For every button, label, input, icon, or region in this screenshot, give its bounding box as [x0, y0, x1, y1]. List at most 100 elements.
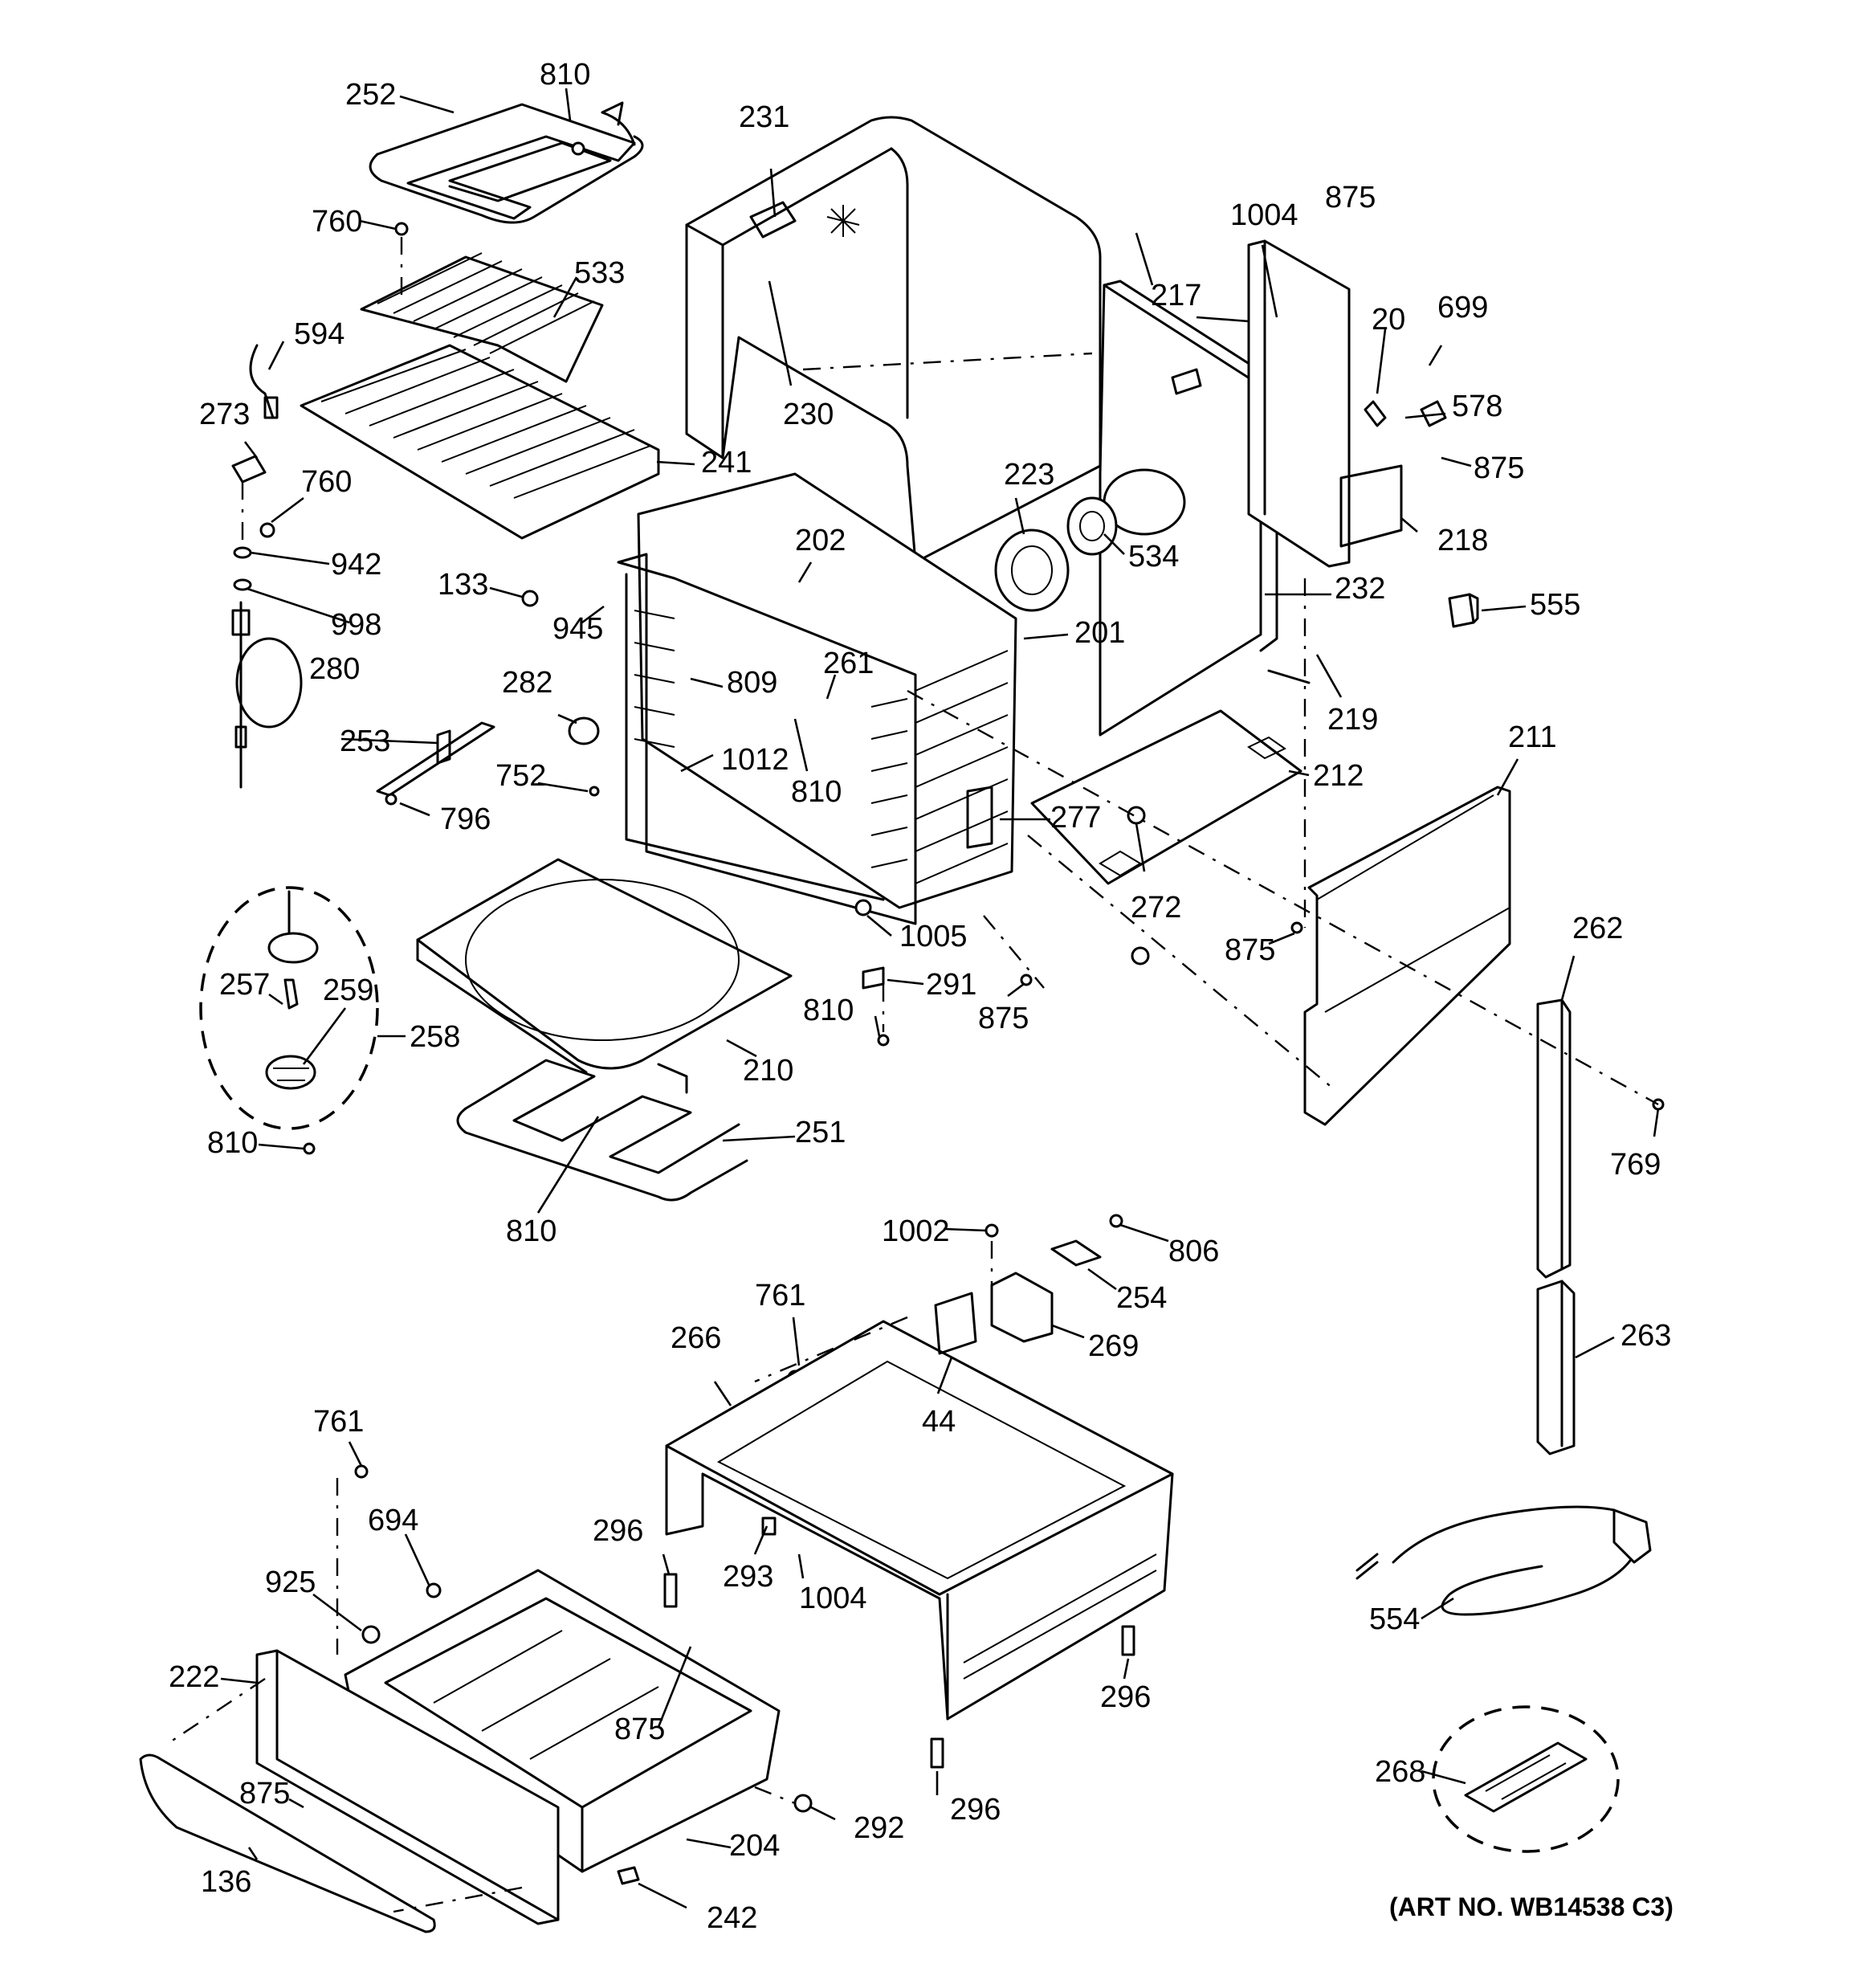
callout-label: 810: [540, 58, 590, 92]
rack-support-253: [376, 716, 600, 806]
callout-label: 810: [803, 994, 854, 1027]
callout-label: 296: [593, 1514, 643, 1548]
callout-label: 761: [313, 1405, 364, 1439]
callout-label: 269: [1088, 1329, 1139, 1363]
callout-label: 262: [1572, 912, 1623, 945]
callout-label: 251: [795, 1116, 846, 1149]
callout-label: 259: [323, 974, 373, 1007]
side-panels-217-218-219: [1247, 239, 1447, 684]
callout-label: 555: [1530, 588, 1580, 622]
callout-label: 875: [978, 1002, 1029, 1035]
callout-label: 1004: [1230, 198, 1298, 232]
rack-533: [360, 252, 604, 383]
callout-label: 241: [701, 446, 752, 480]
callout-label: 280: [309, 652, 360, 686]
callout-label: 806: [1168, 1235, 1219, 1268]
callout-label: 875: [1474, 451, 1524, 485]
callout-label: 296: [1100, 1680, 1151, 1714]
callout-label: 760: [312, 205, 362, 239]
callout-label: 291: [926, 968, 976, 1002]
callout-label: 769: [1610, 1148, 1661, 1182]
callout-label: 942: [331, 548, 381, 582]
callout-label: 699: [1437, 291, 1488, 325]
callout-label: 875: [239, 1777, 290, 1810]
callout-label: 752: [495, 759, 546, 793]
leveling-legs-296: [663, 1517, 1135, 1769]
oven-bottom-210: [416, 858, 793, 1074]
callout-label: 796: [440, 802, 491, 836]
callout-label: 217: [1151, 279, 1201, 312]
callout-label: 253: [340, 725, 390, 758]
side-trim-263: [1536, 1280, 1576, 1455]
callout-label: 252: [345, 78, 396, 112]
callout-label: 945: [552, 612, 603, 646]
callout-label: 212: [1313, 759, 1364, 793]
callout-label: 578: [1452, 390, 1502, 423]
leader-lines: [220, 88, 1660, 1909]
callout-label: 211: [1508, 720, 1557, 754]
bracket-269: [934, 1239, 1102, 1355]
callout-label: 875: [614, 1712, 665, 1746]
terminal-block-268: [1432, 1705, 1620, 1853]
callout-label: 223: [1004, 458, 1054, 492]
oven-sensor-assembly: [231, 344, 303, 789]
callout-label: 257: [219, 968, 270, 1002]
callout-labels: 252 810 760 533 594 273 241 760 942 998 …: [169, 58, 1671, 1935]
callout-label: 296: [950, 1793, 1001, 1827]
callout-label: 925: [265, 1565, 316, 1599]
callout-label: 218: [1437, 524, 1488, 557]
callout-label: 534: [1128, 540, 1179, 574]
callout-label: 44: [922, 1405, 956, 1439]
callout-label: 1002: [882, 1214, 950, 1248]
drawer-handle-136: [139, 1753, 436, 1933]
callout-label: 998: [331, 608, 381, 642]
callout-label: 761: [755, 1279, 805, 1312]
callout-label: 268: [1375, 1755, 1425, 1789]
callout-label: 222: [169, 1660, 219, 1694]
callout-label: 133: [438, 568, 488, 602]
callout-label: 201: [1074, 616, 1125, 650]
callout-label: 230: [783, 398, 834, 431]
power-cord-554: [1355, 1505, 1652, 1616]
callout-label: 875: [1225, 933, 1275, 967]
callout-label: 293: [723, 1560, 773, 1594]
broil-element-252: [369, 101, 644, 224]
bake-element-251: [456, 1059, 748, 1202]
rack-241: [300, 344, 660, 540]
callout-label: 254: [1116, 1281, 1167, 1315]
base-frame-266: [665, 1320, 1174, 1721]
relay-555: [1448, 593, 1479, 628]
callout-label: 272: [1131, 891, 1181, 925]
callout-label: 1004: [799, 1582, 867, 1615]
callout-label: 760: [301, 465, 352, 499]
callout-label: 810: [207, 1126, 258, 1160]
callout-label: 554: [1369, 1602, 1420, 1636]
callout-label: 277: [1050, 801, 1101, 835]
callout-label: 1005: [899, 920, 968, 953]
oven-cavity-201: [617, 472, 1017, 925]
callout-label: 210: [743, 1054, 793, 1088]
callout-label: 1012: [721, 743, 789, 777]
convection-fan-223: [994, 496, 1118, 612]
drawer-front-222: [255, 1649, 560, 1925]
callout-label: 261: [823, 647, 874, 680]
callout-label: 20: [1372, 303, 1405, 337]
alignment-lines: [168, 237, 1659, 1913]
callout-label: 533: [574, 256, 625, 290]
callout-label: 694: [368, 1504, 418, 1537]
callout-label: 809: [727, 666, 777, 700]
callout-label: 810: [506, 1214, 556, 1248]
callout-label: 810: [791, 775, 842, 809]
oven-wrapper-231: [685, 116, 1102, 564]
callout-label: 594: [294, 317, 344, 351]
callout-label: 231: [739, 100, 789, 134]
callout-label: 263: [1620, 1319, 1671, 1353]
callout-label: 292: [854, 1811, 904, 1845]
callout-label: 282: [502, 666, 552, 700]
callout-label: 219: [1327, 703, 1378, 737]
bottom-pan-212: [1030, 709, 1302, 885]
callout-label: 204: [729, 1829, 780, 1863]
oven-back-232: [1099, 280, 1278, 737]
art-number: (ART NO. WB14538 C3): [1389, 1892, 1673, 1921]
